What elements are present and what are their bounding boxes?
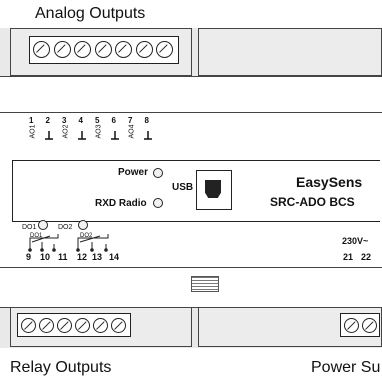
power-pin-number: 21 [343,252,354,262]
ao-channel-label: AO4 [128,124,136,139]
screw-terminal-icon[interactable] [53,41,71,58]
model-name: SRC-ADO BCS [270,195,355,209]
relay-pin-number: 10 [40,252,51,262]
rxd-radio-led [153,198,163,208]
do2-led [78,220,88,230]
screw-terminal-icon[interactable] [156,41,173,58]
ao-pin-number: 6 [111,116,116,125]
ground-icon [143,127,152,140]
relay-do1-tag: DO1 [30,233,43,239]
relay-pin-number: 13 [92,252,103,262]
rxd-radio-label: RXD Radio [95,198,147,209]
ao-pin-number: 8 [144,116,149,125]
ao-pin-number: 5 [95,116,100,125]
screw-terminal-icon[interactable] [21,318,36,333]
screw-terminal-icon[interactable] [74,41,91,58]
power-supply-caption: Power Su [311,359,381,376]
top-terminal-row [29,36,179,64]
screw-terminal-icon[interactable] [135,41,153,58]
voltage-label: 230V~ [342,236,369,246]
power-label: Power [118,167,149,178]
ao-channel-label: AO3 [95,124,103,139]
relay-schematic [28,234,109,252]
power-pin-number: 22 [361,252,372,262]
screw-terminal-icon[interactable] [33,41,50,58]
relay-outputs-caption: Relay Outputs [10,359,112,376]
brand-name: EasySens [296,174,363,190]
screw-terminal-icon[interactable] [94,41,112,58]
ground-icon [77,127,86,140]
usb-label: USB [172,182,194,193]
usb-socket-icon [205,180,221,198]
screw-terminal-icon[interactable] [39,318,54,333]
screw-terminal-icon[interactable] [115,41,132,58]
top-separator [0,76,382,113]
ao-pin-number: 1 [29,116,34,125]
power-led [153,168,163,178]
ground-icon [110,127,119,140]
screw-terminal-icon[interactable] [93,318,108,333]
analog-outputs-caption: Analog Outputs [35,5,146,22]
screw-terminal-icon[interactable] [75,318,90,333]
ao-pin-number: 4 [78,116,83,125]
usb-port[interactable] [196,170,232,210]
do1-label: DO1 [22,224,37,231]
screw-terminal-icon[interactable] [57,318,72,333]
ao-channel-label: AO2 [62,124,70,139]
ground-icon [44,127,53,140]
power-terminal-row [340,313,380,337]
ao-pin-number: 2 [45,116,50,125]
do2-label: DO2 [58,224,73,231]
relay-pin-number: 9 [26,252,32,262]
ao-pin-number: 7 [128,116,133,125]
relay-terminal-row [17,313,131,337]
do1-led [38,220,48,230]
top-blank-panel [198,28,382,76]
relay-pin-number: 11 [58,252,68,262]
relay-do2-tag: DO2 [80,233,93,239]
screw-terminal-icon[interactable] [362,318,377,333]
ao-channel-label: AO1 [29,124,37,139]
relay-pin-number: 12 [77,252,88,262]
status-window [12,160,380,222]
bottom-separator [0,267,382,308]
vent-grille [191,276,219,292]
screw-terminal-icon[interactable] [111,318,126,333]
ao-pin-number: 3 [62,116,67,125]
screw-terminal-icon[interactable] [344,318,359,333]
relay-pin-number: 14 [109,252,120,262]
